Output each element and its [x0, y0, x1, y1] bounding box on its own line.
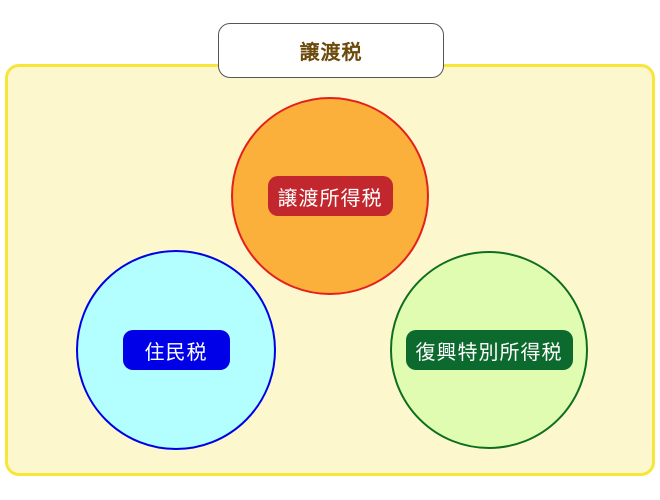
circle-resident-tax: 住民税: [76, 250, 276, 450]
circle-income-tax: 譲渡所得税: [231, 97, 429, 295]
diagram-title: 譲渡税: [299, 40, 363, 64]
label-income-tax: 譲渡所得税: [267, 176, 393, 216]
title-box: 譲渡税: [218, 23, 444, 78]
label-resident-tax: 住民税: [122, 330, 230, 370]
circle-reconstruction-tax: 復興特別所得税: [390, 251, 588, 449]
label-reconstruction-tax: 復興特別所得税: [405, 330, 573, 370]
